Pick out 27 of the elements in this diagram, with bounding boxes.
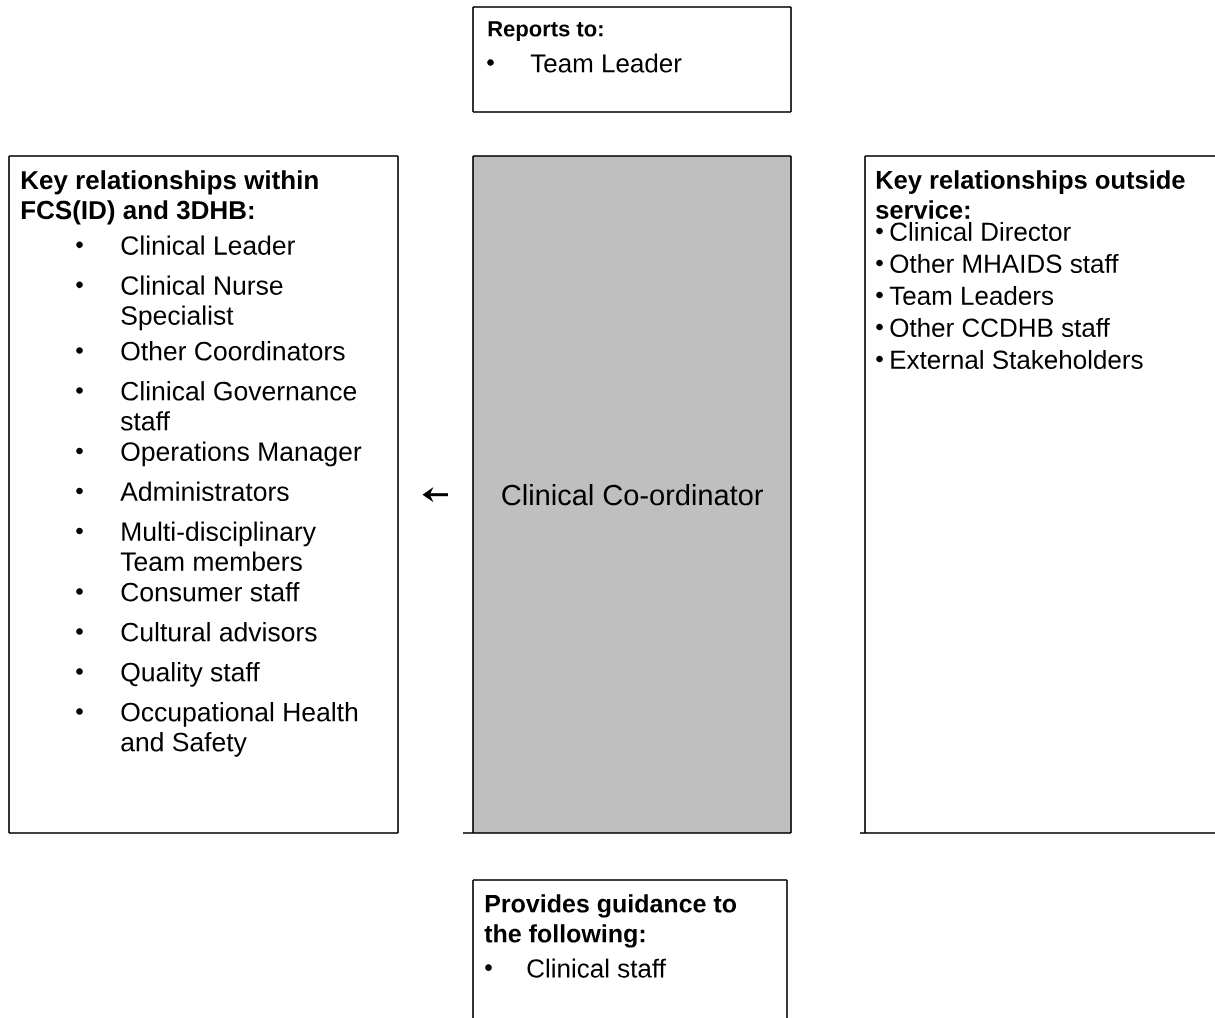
relationships-box: Key relationships outside service: Clinical Director Other MHAIDS staff Team Leaders Other CCDHB staff External Stakeholders <box>859 155 1215 834</box>
node-label: Clinical Director <box>890 221 1071 242</box>
node-label: Other MHAIDS staff <box>890 253 1119 274</box>
node-label: Quality staff <box>121 662 260 687</box>
node-label: Clinical Governance staff <box>120 381 357 431</box>
node-label: Administrators <box>120 481 289 502</box>
node-label: Multi-disciplinary Team members <box>120 521 316 572</box>
node-label: Occupational Health and Safety <box>121 702 358 757</box>
node-label: Consumer staff <box>121 582 300 602</box>
role-box: Clinical Co-ordinator <box>462 155 792 834</box>
node-label: Provides guidance to the following: <box>484 894 737 948</box>
node-label: Clinical Nurse Specialist <box>121 275 283 331</box>
node-label: Team Leaders <box>889 285 1054 306</box>
node-label: Key relationships outside service: <box>876 170 1185 219</box>
node-label: Clinical Leader <box>121 235 295 255</box>
guidance-box: Provides guidance to the following: Clinical staff <box>472 879 788 1018</box>
node-label: Cultural advisors <box>121 622 317 642</box>
node-label: Operations Manager <box>121 441 362 467</box>
node-label: Other CCDHB staff <box>890 317 1110 338</box>
node-label: Team Leader <box>530 53 682 73</box>
node-label: Clinical staff <box>527 958 666 978</box>
node-label: External Stakeholders <box>891 349 1143 370</box>
node-label: Key relationships within FCS(ID) and 3DHB: <box>21 170 318 225</box>
relationships-box: Key relationships within FCS(ID) and 3DHB: Clinical Leader Clinical Nurse Specialist Other Coordinators Clinical Governance staff Operations Manager Administrators Multi-disciplinary Team members Consumer staff Cultural advisors Quality staff Occupational Health and Safety <box>8 155 399 834</box>
node-label: Other Coordinators <box>121 341 345 361</box>
reports-to-box: Reports to: Team Leader <box>472 6 792 113</box>
node-label: Reports to: <box>488 21 603 41</box>
